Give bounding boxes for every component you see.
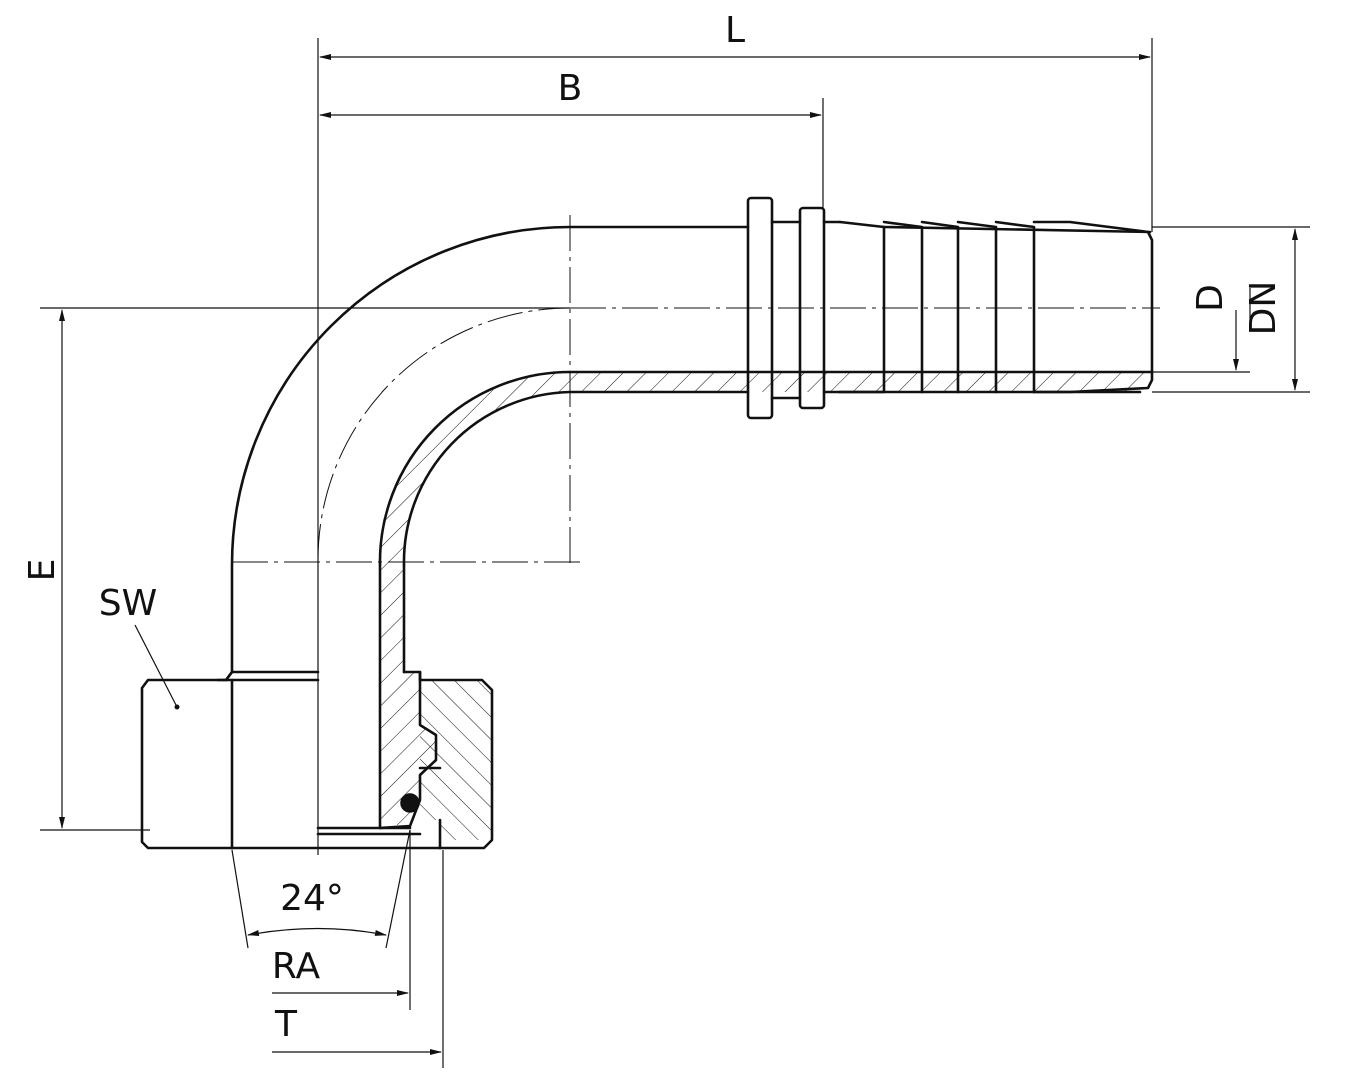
label-D: D xyxy=(1190,284,1231,312)
label-SW: SW xyxy=(99,583,157,624)
label-T: T xyxy=(274,1004,298,1045)
label-DN: DN xyxy=(1243,281,1284,336)
swivel-nut xyxy=(140,670,494,850)
dimension-labels: L B E D DN SW 24° RA T xyxy=(22,10,1284,1045)
label-L: L xyxy=(725,10,745,51)
dimension-lines xyxy=(59,54,1298,1068)
label-angle: 24° xyxy=(280,878,344,919)
dim-arc-24 xyxy=(247,927,387,936)
o-ring-seal xyxy=(400,793,420,813)
label-E: E xyxy=(22,559,63,582)
label-RA: RA xyxy=(272,946,321,987)
leader-SW xyxy=(134,624,178,708)
label-B: B xyxy=(558,68,583,109)
extension-lines xyxy=(40,38,1310,855)
hose-tail xyxy=(746,196,1154,420)
elbow-body xyxy=(216,225,1152,840)
